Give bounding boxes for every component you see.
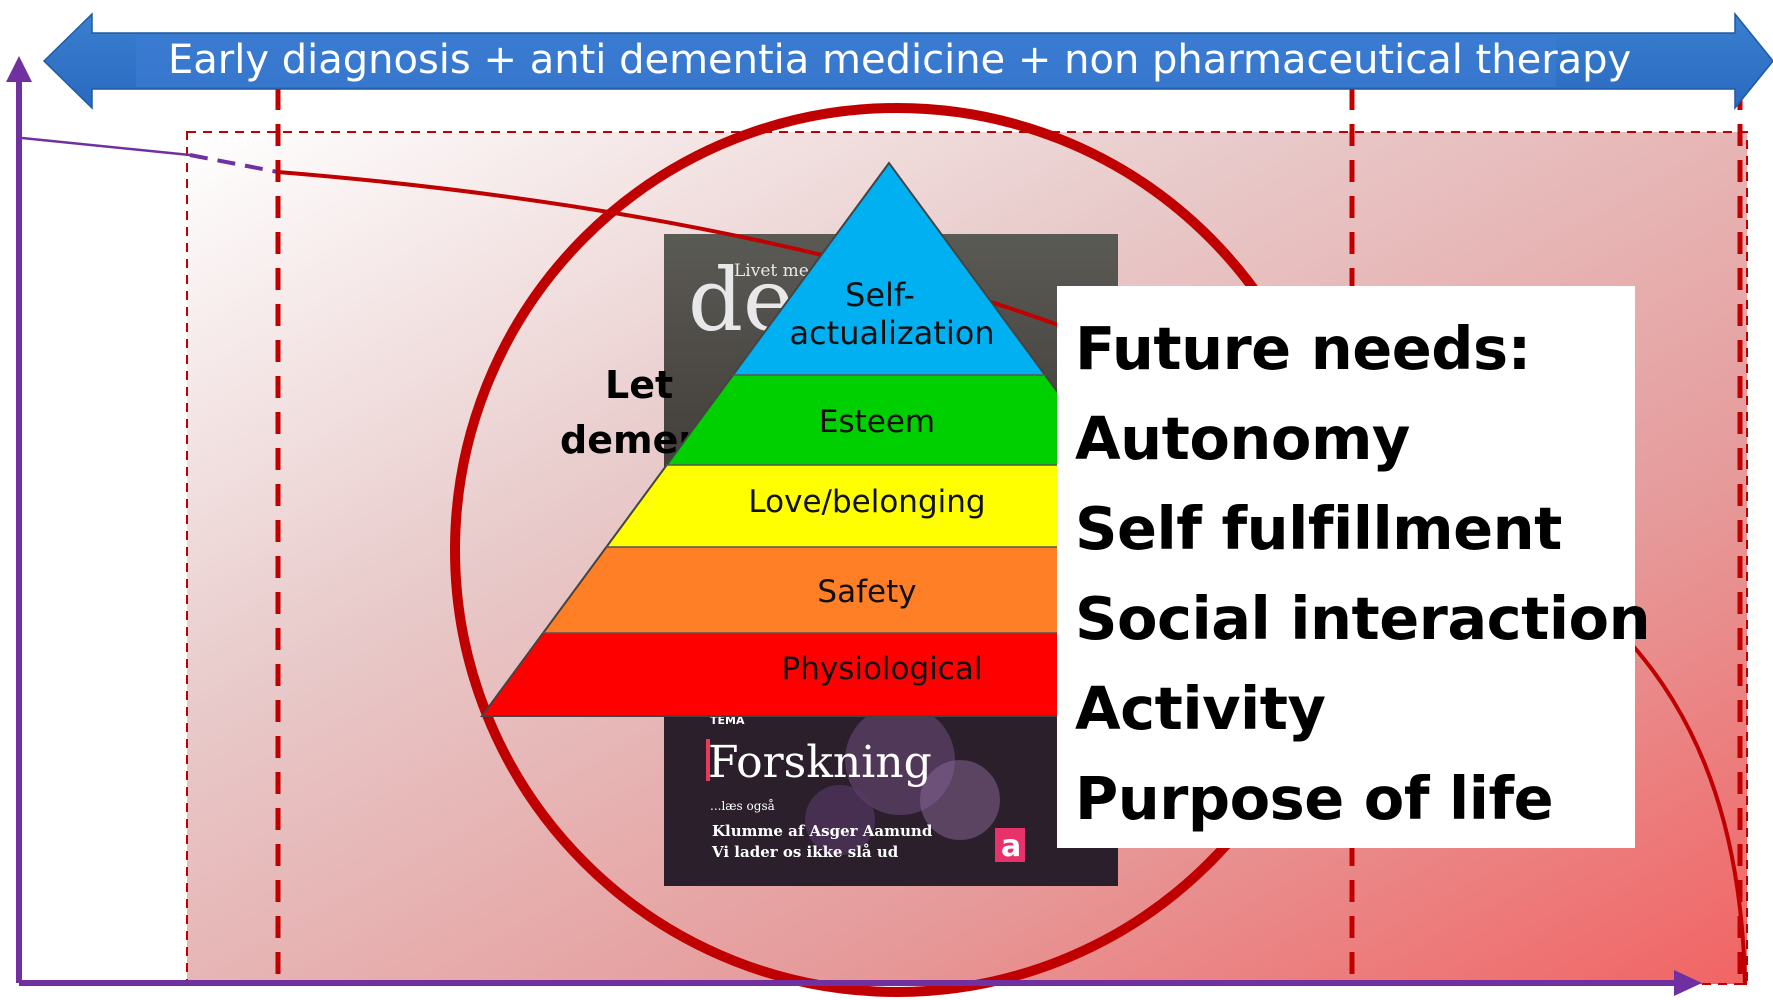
magazine-subtitle: ...læs også (710, 798, 775, 813)
y-axis-arrowhead (6, 56, 32, 82)
pyramid-label-safety: Safety (817, 574, 916, 610)
magazine-logo-box (995, 828, 1025, 862)
magazine-bullet-2: Vi lader os ikke slå ud (711, 843, 899, 861)
future-need-purpose-of-life: Purpose of life (1075, 764, 1554, 833)
magazine-logo-letter: a (1001, 829, 1021, 864)
banner-text-highlight (136, 35, 1556, 87)
pyramid-label-physiological: Physiological (782, 651, 983, 687)
x-axis-arrowhead (1674, 970, 1702, 996)
magazine-title: Forskning (708, 737, 932, 788)
magazine-title-bar (706, 739, 710, 781)
future-need-activity: Activity (1075, 674, 1326, 743)
magazine-bullet-1: Klumme af Asger Aamund (712, 822, 933, 840)
hidden-label-line-1: Let (605, 363, 673, 407)
pyramid-label-actualization: actualization (789, 314, 994, 352)
early-decline-line (21, 136, 191, 157)
magazine-tema: TEMA (710, 714, 745, 727)
future-need-self-fulfillment: Self fulfillment (1075, 494, 1562, 563)
pyramid-label-love-belonging: Love/belonging (748, 484, 985, 520)
future-need-autonomy: Autonomy (1075, 404, 1410, 473)
magazine-masthead-small: Livet me (734, 261, 809, 281)
early-decline-dashed (189, 153, 279, 174)
future-need-social-interaction: Social interaction (1075, 584, 1651, 653)
future-needs-title: Future needs: (1075, 314, 1531, 383)
future-needs-box: Future needs: Autonomy Self fulfillment … (1057, 286, 1651, 848)
pyramid-label-self: Self- (845, 276, 915, 314)
pyramid-label-esteem: Esteem (819, 404, 935, 440)
banner-text: Early diagnosis + anti dementia medicine… (168, 37, 1631, 83)
